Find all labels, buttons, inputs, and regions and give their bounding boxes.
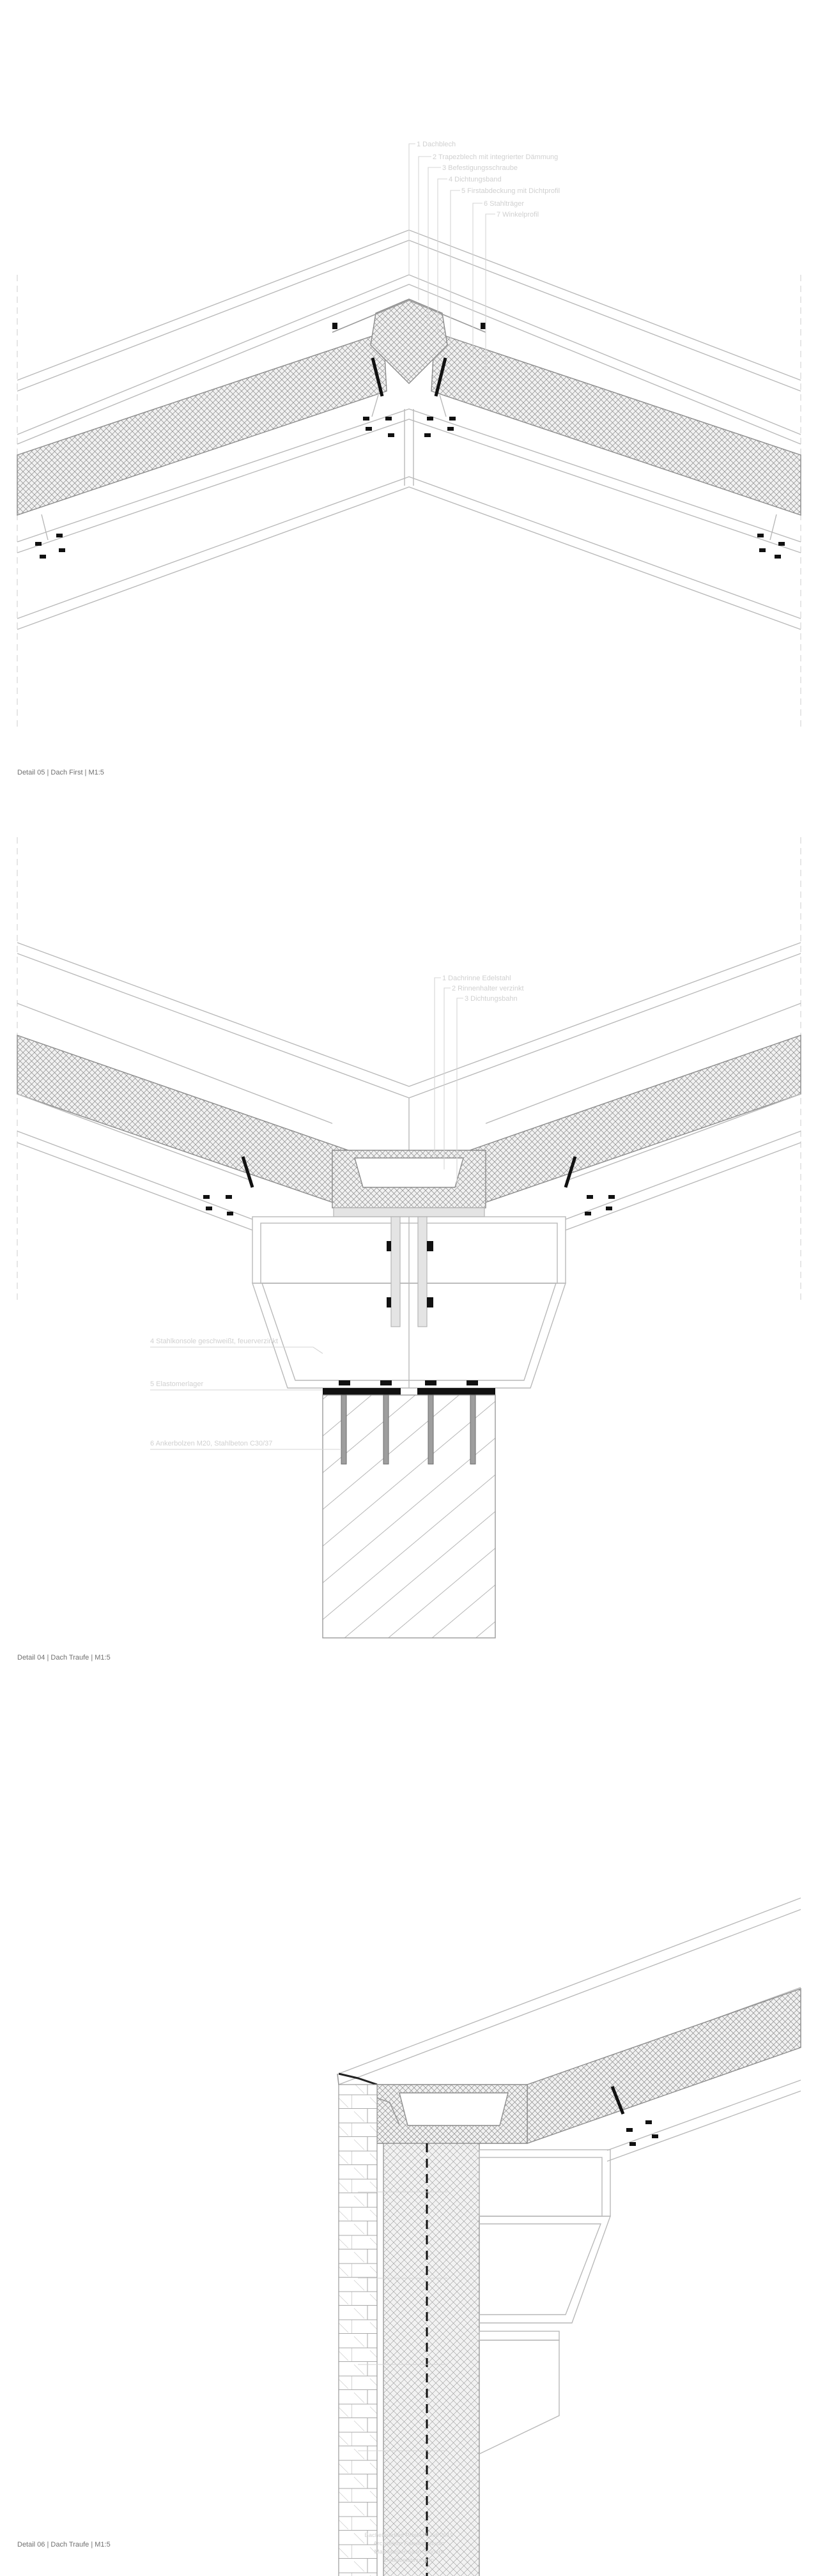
ridge-cap-insulation <box>370 298 448 384</box>
left-sandwich-panel <box>17 332 387 516</box>
parapet-flashing <box>338 2072 378 2086</box>
eaves-fasteners <box>203 1156 615 1215</box>
eaves-label-leaders <box>150 977 463 1450</box>
detail-caption: Detail 06 | Dach Traufe | M1:5 <box>17 2541 111 2549</box>
beam-taper <box>479 2216 611 2324</box>
anchor-bolt <box>470 1394 476 1465</box>
beam-head <box>479 2149 611 2217</box>
anchor-bolt <box>383 1394 389 1465</box>
brick-facing <box>338 2084 378 2576</box>
footer-line: Bachelorarbeit Projekt | Juli 2019 <box>364 2532 453 2539</box>
ridge-label: 2 Trapezblech mit integrierter Dämmung <box>433 153 558 161</box>
detail-caption: Detail 04 | Dach Traufe | M1:5 <box>17 1654 111 1662</box>
ridge-label: 6 Stahlträger <box>484 200 524 208</box>
ridge-labels: 1 Dachblech 2 Trapezblech mit integriert… <box>417 141 560 219</box>
eaves-label: 1 Dachrinne Edelstahl <box>442 975 511 982</box>
gutter-assembly <box>332 1150 486 1217</box>
bracket-web <box>390 1216 401 1327</box>
wall-gutter <box>337 2072 528 2144</box>
title-block: Bachelorarbeit Projekt | Juli 2019 Archi… <box>364 2532 453 2564</box>
fixing-screw-icon <box>434 357 447 397</box>
ridge-label: 5 Firstabdeckung mit Dichtprofil <box>461 187 560 195</box>
eaves-side-label: 5 Elastomerlager <box>150 1380 203 1388</box>
left-sandwich-panel <box>17 1035 349 1208</box>
fixing-screw-icon <box>564 1156 577 1188</box>
footer-line: Architektur Fakultät Studio <box>373 2540 444 2547</box>
ridge-label: 3 Befestigungsschraube <box>442 164 518 172</box>
eaves-roof-cover-lines <box>17 942 801 1150</box>
eaves-side-label: 4 Stahlkonsole geschweißt, feuerverzinkt <box>150 1338 278 1345</box>
ridge-label: 1 Dachblech <box>417 141 456 148</box>
detail-caption: Detail 05 | Dach First | M1:5 <box>17 769 104 776</box>
beam-taper-inner <box>479 2223 602 2315</box>
gutter-icon <box>399 2092 509 2126</box>
footer-line: Max Mustermann Student <box>374 2549 444 2556</box>
fixing-screw-icon <box>241 1156 254 1188</box>
wall-anchors <box>358 2191 447 2451</box>
right-sandwich-panel <box>469 1035 801 1208</box>
bracket-web <box>417 1216 428 1327</box>
wall-beam <box>479 2149 611 2455</box>
lower-beam-flange <box>479 2331 560 2341</box>
gutter-bearing-plate <box>333 1207 485 1217</box>
elastomer-bearing-left <box>323 1388 401 1395</box>
eaves-structure-lines <box>17 1093 801 1231</box>
ridge-label: 7 Winkelprofil <box>497 211 539 219</box>
footer-line: Detailzeichnungen <box>384 2557 434 2564</box>
column-head <box>322 1380 496 1639</box>
anchor-bolt <box>428 1394 434 1465</box>
detail-eaves-wall: Detail 06 | Dach Traufe | M1:5 <box>17 1897 801 2576</box>
sandwich-panel <box>527 1988 801 2144</box>
lower-beam <box>479 2340 560 2455</box>
eaves-labels: 1 Dachrinne Edelstahl 2 Rinnenhalter ver… <box>150 975 524 1447</box>
ridge-structure-lines <box>17 408 801 630</box>
detail-eaves-column: 1 Dachrinne Edelstahl 2 Rinnenhalter ver… <box>17 837 801 1662</box>
insulated-wall-core <box>383 2143 480 2576</box>
fixing-screw-icon <box>610 2086 625 2115</box>
detail-ridge: 1 Dachblech 2 Trapezblech mit integriert… <box>17 141 801 776</box>
elastomer-bearing-right <box>417 1388 495 1395</box>
bracket-taper-inner <box>261 1283 557 1381</box>
ridge-fasteners <box>35 323 785 559</box>
ridge-label: 4 Dichtungsband <box>449 176 502 183</box>
ridge-label-leaders <box>408 143 495 371</box>
eaves-side-label: 6 Ankerbolzen M20, Stahlbeton C30/37 <box>150 1440 272 1447</box>
wall-fasteners <box>610 2086 658 2146</box>
anchor-bolt <box>341 1394 347 1465</box>
gutter-icon <box>354 1157 464 1188</box>
eaves-label: 2 Rinnenhalter verzinkt <box>452 985 524 992</box>
beam-head-inner <box>479 2157 603 2217</box>
wall-section <box>338 2084 480 2576</box>
ridge-flashing <box>332 300 486 333</box>
eaves-label: 3 Dichtungsbahn <box>465 995 518 1003</box>
concrete-column <box>322 1394 496 1639</box>
fixing-screw-icon <box>371 357 384 397</box>
steel-bracket <box>252 1216 566 1389</box>
right-sandwich-panel <box>431 332 801 516</box>
